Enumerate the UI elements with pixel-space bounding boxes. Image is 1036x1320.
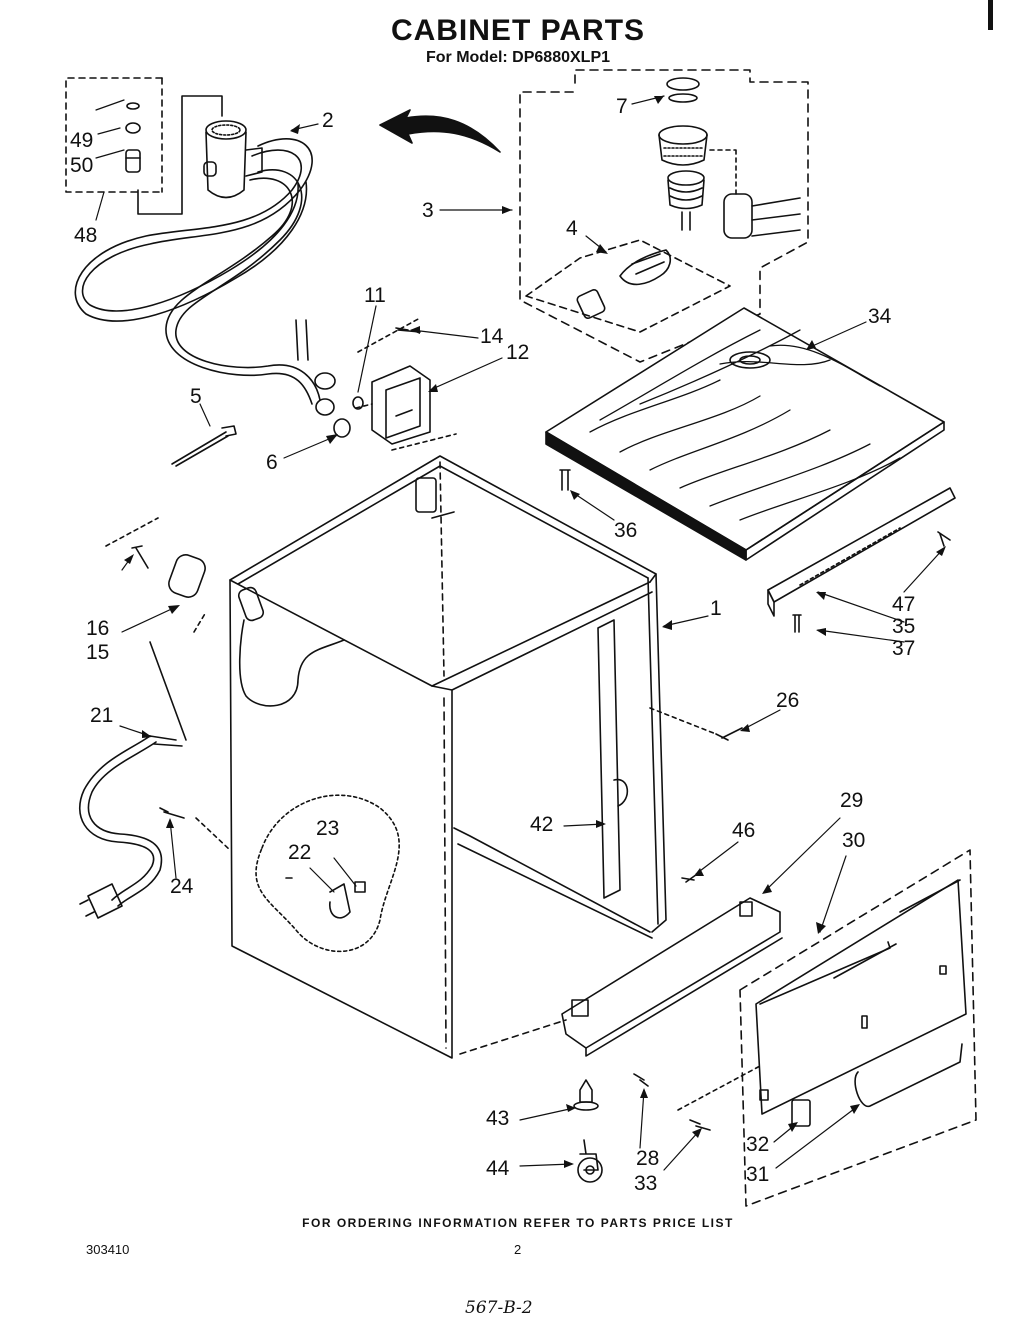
direction-arrow	[380, 110, 500, 152]
hose-bracket	[372, 366, 430, 444]
cabinet-body	[230, 456, 666, 1058]
callout-4: 4	[566, 217, 578, 240]
callout-32: 32	[746, 1133, 770, 1156]
top-bracket	[768, 488, 955, 616]
cover-15	[166, 552, 208, 600]
callout-42: 42	[530, 813, 554, 836]
callout-48: 48	[74, 224, 98, 247]
document-number: 303410	[86, 1242, 130, 1257]
callout-2: 2	[322, 109, 334, 132]
callout-3: 3	[422, 199, 434, 222]
callout-49: 49	[70, 129, 94, 152]
callout-35: 35	[892, 615, 916, 638]
callout-37: 37	[892, 637, 916, 660]
callout-43: 43	[486, 1107, 510, 1130]
callout-36: 36	[614, 519, 638, 542]
callout-26: 26	[776, 689, 800, 712]
washer-11	[353, 397, 363, 409]
screw-24	[160, 808, 184, 818]
callout-16: 16	[86, 617, 110, 640]
handwritten-note: 567-B-2	[465, 1298, 533, 1318]
toe-panel	[756, 880, 966, 1126]
arrowheads	[124, 96, 946, 1168]
screw-26	[716, 728, 742, 740]
screw-16	[132, 546, 148, 568]
callout-23: 23	[316, 817, 340, 840]
ordering-info-footer: FOR ORDERING INFORMATION REFER TO PARTS …	[302, 1216, 734, 1230]
power-cord	[80, 736, 182, 918]
screw-33	[690, 1120, 710, 1130]
water-valve-assembly	[75, 121, 350, 437]
pump-parts	[526, 78, 800, 332]
callout-29: 29	[840, 789, 864, 812]
screw-36	[560, 470, 570, 490]
callout-21: 21	[90, 704, 114, 727]
callout-11: 11	[364, 284, 386, 307]
callout-5: 5	[190, 385, 202, 408]
callout-46: 46	[732, 819, 756, 842]
screw-37	[793, 615, 801, 632]
callout-12: 12	[506, 341, 530, 364]
callout-31: 31	[746, 1163, 770, 1186]
model-subtitle: For Model: DP6880XLP1	[425, 49, 611, 66]
callout-30: 30	[842, 829, 866, 852]
callout-6: 6	[266, 451, 278, 474]
work-top	[546, 308, 944, 560]
callout-28: 28	[636, 1147, 660, 1170]
callout-24: 24	[170, 875, 194, 898]
tie-strap	[172, 426, 236, 466]
page-title: CABINET PARTS	[390, 14, 646, 47]
fitting-inset-group	[66, 78, 222, 214]
callout-7: 7	[616, 95, 628, 118]
registration-mark	[988, 0, 993, 30]
callout-1: 1	[710, 597, 722, 620]
callout-14: 14	[480, 325, 504, 348]
callout-47: 47	[892, 593, 916, 616]
callout-15: 15	[86, 641, 110, 664]
screw-28	[634, 1074, 648, 1086]
callout-33: 33	[634, 1172, 658, 1195]
caster	[578, 1140, 602, 1182]
callout-34: 34	[868, 305, 892, 328]
screw-47	[938, 532, 950, 546]
page-number: 2	[514, 1242, 522, 1257]
callout-22: 22	[288, 841, 312, 864]
base-rail	[460, 898, 782, 1056]
callout-44: 44	[486, 1157, 510, 1180]
leveling-leg	[574, 1080, 598, 1110]
pump-inset-group	[520, 70, 808, 362]
callout-50: 50	[70, 154, 94, 177]
leader-lines	[96, 96, 944, 1170]
panel-inset-group	[740, 850, 976, 1206]
